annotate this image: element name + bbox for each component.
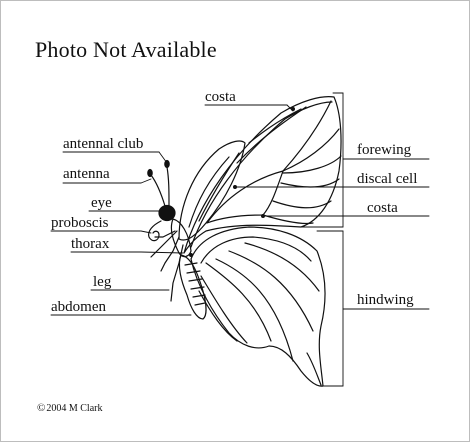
label-hindwing: hindwing (357, 293, 414, 308)
label-proboscis: proboscis (51, 216, 109, 231)
label-costa-top: costa (205, 90, 236, 105)
label-antennal-club: antennal club (63, 137, 143, 152)
label-costa-right: costa (367, 201, 398, 216)
butterfly-body-drawing (148, 161, 206, 320)
label-forewing: forewing (357, 143, 411, 158)
copyright-symbol: © (37, 402, 45, 414)
forewing-drawing (184, 97, 341, 253)
copyright-text: 2004 M Clark (46, 403, 102, 414)
label-eye: eye (91, 196, 112, 211)
label-discal-cell: discal cell (357, 172, 417, 187)
label-abdomen: abdomen (51, 300, 106, 315)
label-antenna: antenna (63, 167, 110, 182)
hindwing-drawing (191, 227, 325, 386)
label-thorax: thorax (71, 237, 109, 252)
copyright-note: ©2004 M Clark (37, 402, 102, 414)
label-leg: leg (93, 275, 111, 290)
